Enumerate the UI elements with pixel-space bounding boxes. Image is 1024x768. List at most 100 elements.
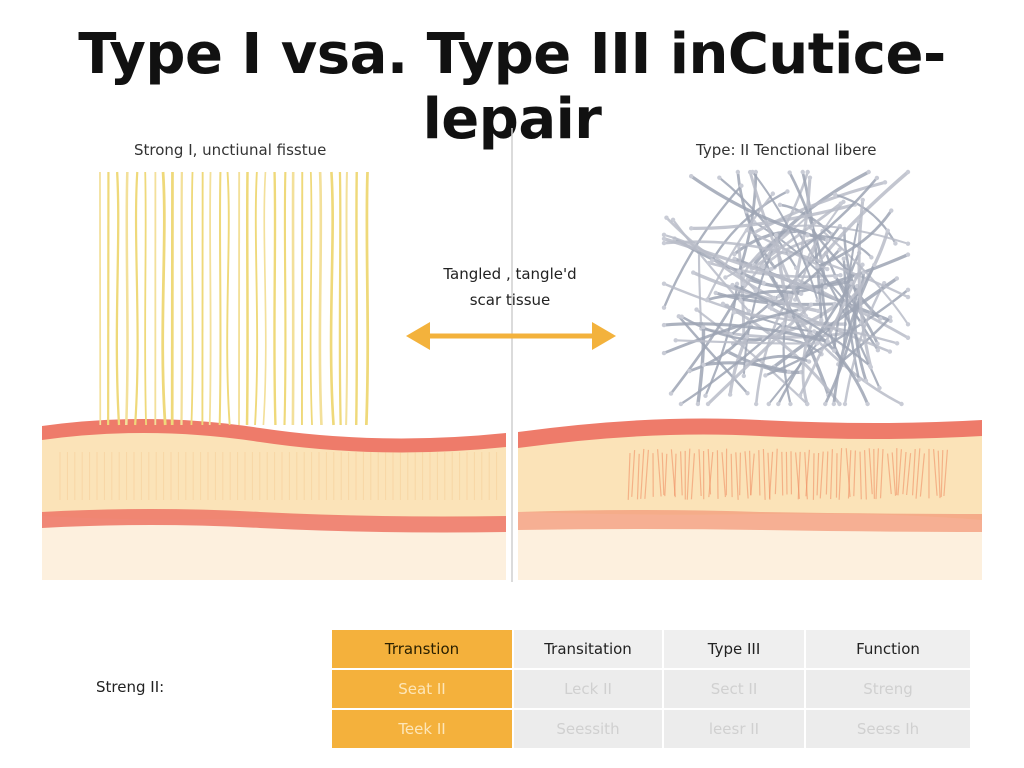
gray-fiber [834,193,897,245]
fiber-end [727,392,733,397]
fiber-end [720,301,726,307]
fiber-end [664,215,669,220]
gray-fiber [742,247,775,377]
fiber-end [860,197,865,203]
fiber-end [761,280,766,286]
double-arrow-icon [406,322,616,350]
scar-hatch-line [859,451,862,500]
yellow-fiber [144,171,147,426]
scar-hatch-line [830,449,833,500]
fiber-end [780,321,786,326]
fiber-end [800,169,805,175]
gray-fiber [843,281,886,406]
gray-fiber [777,281,854,406]
fiber-end [860,262,865,267]
scar-hatch-line [708,451,714,498]
scar-hatch-line [838,448,843,500]
fiber-end [869,255,874,260]
type-i-collagen-fibers [99,171,370,426]
fiber-end [797,307,803,312]
fiber-end [730,282,735,288]
scar-hatch-line [686,448,691,500]
fiber-end [841,256,846,261]
table-cell: Seessith [514,710,662,748]
fiber-end [668,391,674,396]
left-skin-layer [42,418,506,580]
table-cell: Teek II [332,710,512,748]
fiber-end [874,175,880,181]
gray-fiber [731,283,872,367]
gray-fiber [782,248,910,299]
fiber-end [825,339,830,344]
fiber-end [661,305,667,310]
fiber-end [705,401,711,407]
yellow-fiber [283,171,287,426]
yellow-fiber [226,171,231,426]
yellow-fiber [208,171,212,426]
scar-hatch-line [698,449,702,497]
gray-fiber [680,315,766,341]
scar-hatch-line [819,451,824,499]
table-header-row: Trranstion Transitation Type III Functio… [332,630,970,668]
scar-hatch-line [762,449,766,500]
fiber-end [694,307,699,312]
fiber-end [661,281,667,286]
fiber-end [661,350,667,356]
fiber-end [894,341,900,346]
scar-hatch-line [661,452,665,496]
scar-hatch-line [816,452,820,496]
fiber-end [678,401,684,407]
fiber-end [905,252,911,257]
fiber-end [887,315,893,320]
gray-fiber [706,303,813,406]
table-row: Teek II Seessith leesr II Seess Ih [332,710,970,748]
scar-hatch-line [680,451,683,496]
scar-hatch-line [875,448,879,500]
gray-fiber [662,233,757,292]
scar-hatch-line [937,450,941,499]
table-cell: Leck II [514,670,662,708]
yellow-fiber [254,171,259,426]
fiber-end [695,401,701,407]
left-panel-label: Strong I, unctiunal fisstue [134,141,327,159]
fiber-end [679,314,684,319]
scar-hatch-line [730,453,733,498]
fiber-end [760,264,766,269]
fiber-end [838,273,843,278]
fiber-end [788,401,793,407]
fiber-end [894,276,900,281]
yellow-fiber [218,171,222,426]
fiber-end [878,316,883,321]
yellow-fiber [245,171,249,426]
fiber-end [794,265,799,271]
fiber-end [777,202,783,208]
table-cell: Streng [806,670,970,708]
table-cell: Sect II [664,670,804,708]
fiber-end [808,302,814,307]
scar-hatch-line [812,453,815,500]
fiber-end [661,322,667,328]
fiber-end [893,241,898,246]
fiber-end [882,180,888,185]
gray-fiber [662,184,743,309]
table-header-cell: Function [806,630,970,668]
scar-hatch-line [943,449,948,497]
diagram-title: Type I vsa. Type III inCutice-lepair [78,22,946,152]
table-header-cell: Transitation [514,630,662,668]
fiber-end [738,298,743,303]
scar-hatch-line [933,449,938,496]
table-row: Seat II Leck II Sect II Streng [332,670,970,708]
fiber-end [741,281,746,287]
scar-hatch-line [879,449,884,499]
scar-hatch-line [891,452,897,496]
fiber-end [787,170,792,175]
scar-hatch-line [690,453,695,500]
fiber-end [772,295,777,301]
fiber-end [833,274,838,280]
fiber-end [709,258,715,263]
scar-hatch-line [853,450,856,497]
fiber-end [816,308,821,314]
scar-hatch-line [919,453,925,497]
gray-fiber [832,263,876,406]
fiber-end [673,338,678,343]
